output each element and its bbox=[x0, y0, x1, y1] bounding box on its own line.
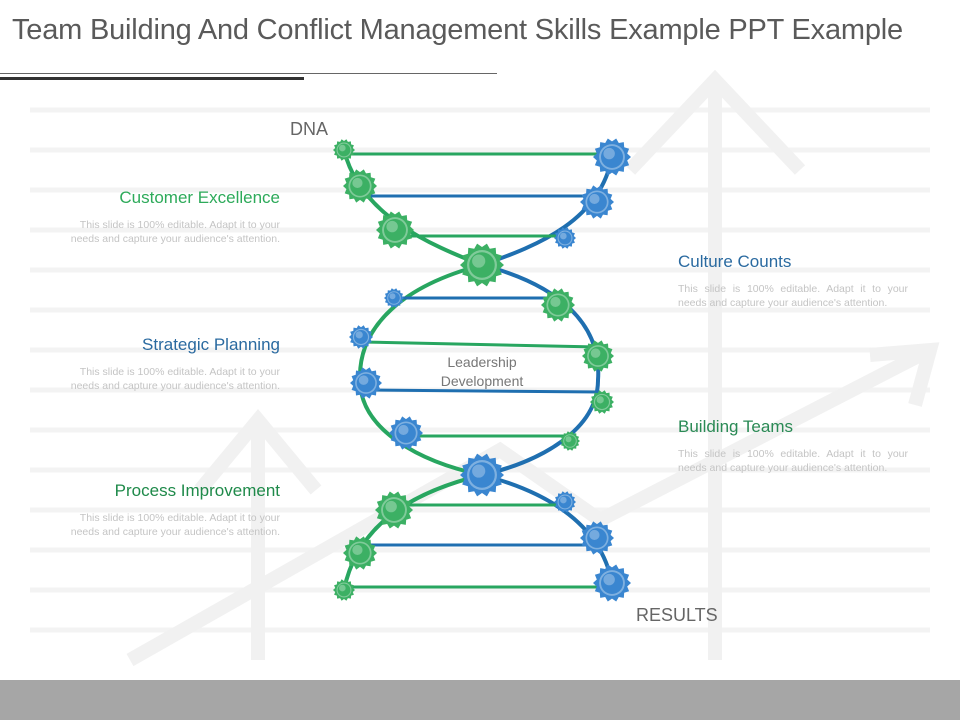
section-description: This slide is 100% editable. Adapt it to… bbox=[70, 512, 280, 538]
gear-hub bbox=[600, 571, 624, 595]
gear-hub bbox=[564, 435, 576, 447]
gear-hub bbox=[469, 252, 495, 278]
section-building-teams: Building Teams This slide is 100% editab… bbox=[678, 417, 908, 475]
results-label: RESULTS bbox=[636, 605, 718, 625]
gear-highlight bbox=[565, 436, 572, 443]
gear-highlight bbox=[386, 220, 398, 233]
page-title: Team Building And Conflict Management Sk… bbox=[12, 14, 903, 46]
gear-highlight bbox=[389, 293, 396, 300]
dna-rung bbox=[367, 388, 601, 394]
gear-highlight bbox=[589, 193, 600, 205]
title-underline-thin bbox=[0, 73, 497, 74]
gear-hub bbox=[396, 423, 416, 443]
gear-hub bbox=[588, 346, 608, 366]
gear-highlight bbox=[589, 529, 600, 541]
gear-highlight bbox=[550, 296, 561, 308]
section-title: Building Teams bbox=[678, 417, 793, 436]
gear-highlight bbox=[560, 496, 567, 504]
gear-hub bbox=[548, 295, 568, 315]
gear-highlight bbox=[385, 500, 397, 513]
gear-hub bbox=[600, 145, 624, 169]
gear-hub bbox=[337, 583, 351, 597]
dna-strand-right bbox=[475, 156, 614, 584]
gear-highlight bbox=[352, 544, 363, 556]
leadership-development-label: Leadership Development bbox=[412, 353, 552, 391]
center-label-line2: Development bbox=[440, 373, 524, 389]
gear-highlight bbox=[596, 396, 604, 404]
gear-highlight bbox=[339, 144, 346, 152]
center-label-line1: Leadership bbox=[447, 354, 517, 370]
title-underline-thick bbox=[0, 77, 304, 80]
gear-hub bbox=[356, 373, 376, 393]
gear-highlight bbox=[560, 232, 567, 240]
section-title: Strategic Planning bbox=[142, 335, 280, 354]
section-description: This slide is 100% editable. Adapt it to… bbox=[678, 448, 908, 474]
gear-hub bbox=[587, 528, 607, 548]
gear-highlight bbox=[590, 348, 601, 358]
gear-hub bbox=[350, 543, 370, 563]
section-customer-excellence: Customer Excellence This slide is 100% e… bbox=[50, 188, 280, 246]
gear-hub bbox=[595, 395, 609, 409]
section-description: This slide is 100% editable. Adapt it to… bbox=[70, 219, 280, 245]
gear-hub bbox=[469, 462, 495, 488]
gear-hub bbox=[558, 495, 572, 509]
gear-highlight bbox=[472, 254, 486, 268]
section-strategic-planning: Strategic Planning This slide is 100% ed… bbox=[50, 335, 280, 393]
footer-bar bbox=[0, 680, 960, 720]
gear-hub bbox=[382, 498, 406, 522]
gear-highlight bbox=[352, 177, 363, 189]
gear-highlight bbox=[398, 424, 409, 436]
dna-label: DNA bbox=[290, 119, 329, 139]
dna-rung bbox=[361, 340, 599, 349]
gear-highlight bbox=[339, 584, 346, 592]
gear-hub bbox=[354, 330, 368, 344]
gear-highlight bbox=[603, 147, 615, 160]
section-description: This slide is 100% editable. Adapt it to… bbox=[678, 283, 908, 309]
gear-hub bbox=[388, 292, 400, 304]
gear-hub bbox=[383, 218, 407, 242]
section-culture-counts: Culture Counts This slide is 100% editab… bbox=[678, 252, 908, 310]
section-process-improvement: Process Improvement This slide is 100% e… bbox=[50, 481, 280, 539]
section-title: Culture Counts bbox=[678, 252, 792, 271]
gear-highlight bbox=[472, 464, 486, 478]
section-title: Customer Excellence bbox=[119, 188, 280, 207]
gear-hub bbox=[587, 192, 607, 212]
section-title: Process Improvement bbox=[114, 481, 280, 500]
section-description: This slide is 100% editable. Adapt it to… bbox=[70, 366, 280, 392]
gear-highlight bbox=[603, 573, 615, 586]
gear-highlight bbox=[355, 331, 363, 339]
gear-hub bbox=[350, 176, 370, 196]
gear-highlight bbox=[358, 375, 369, 385]
gear-hub bbox=[558, 231, 572, 245]
gear-hub bbox=[337, 143, 351, 157]
